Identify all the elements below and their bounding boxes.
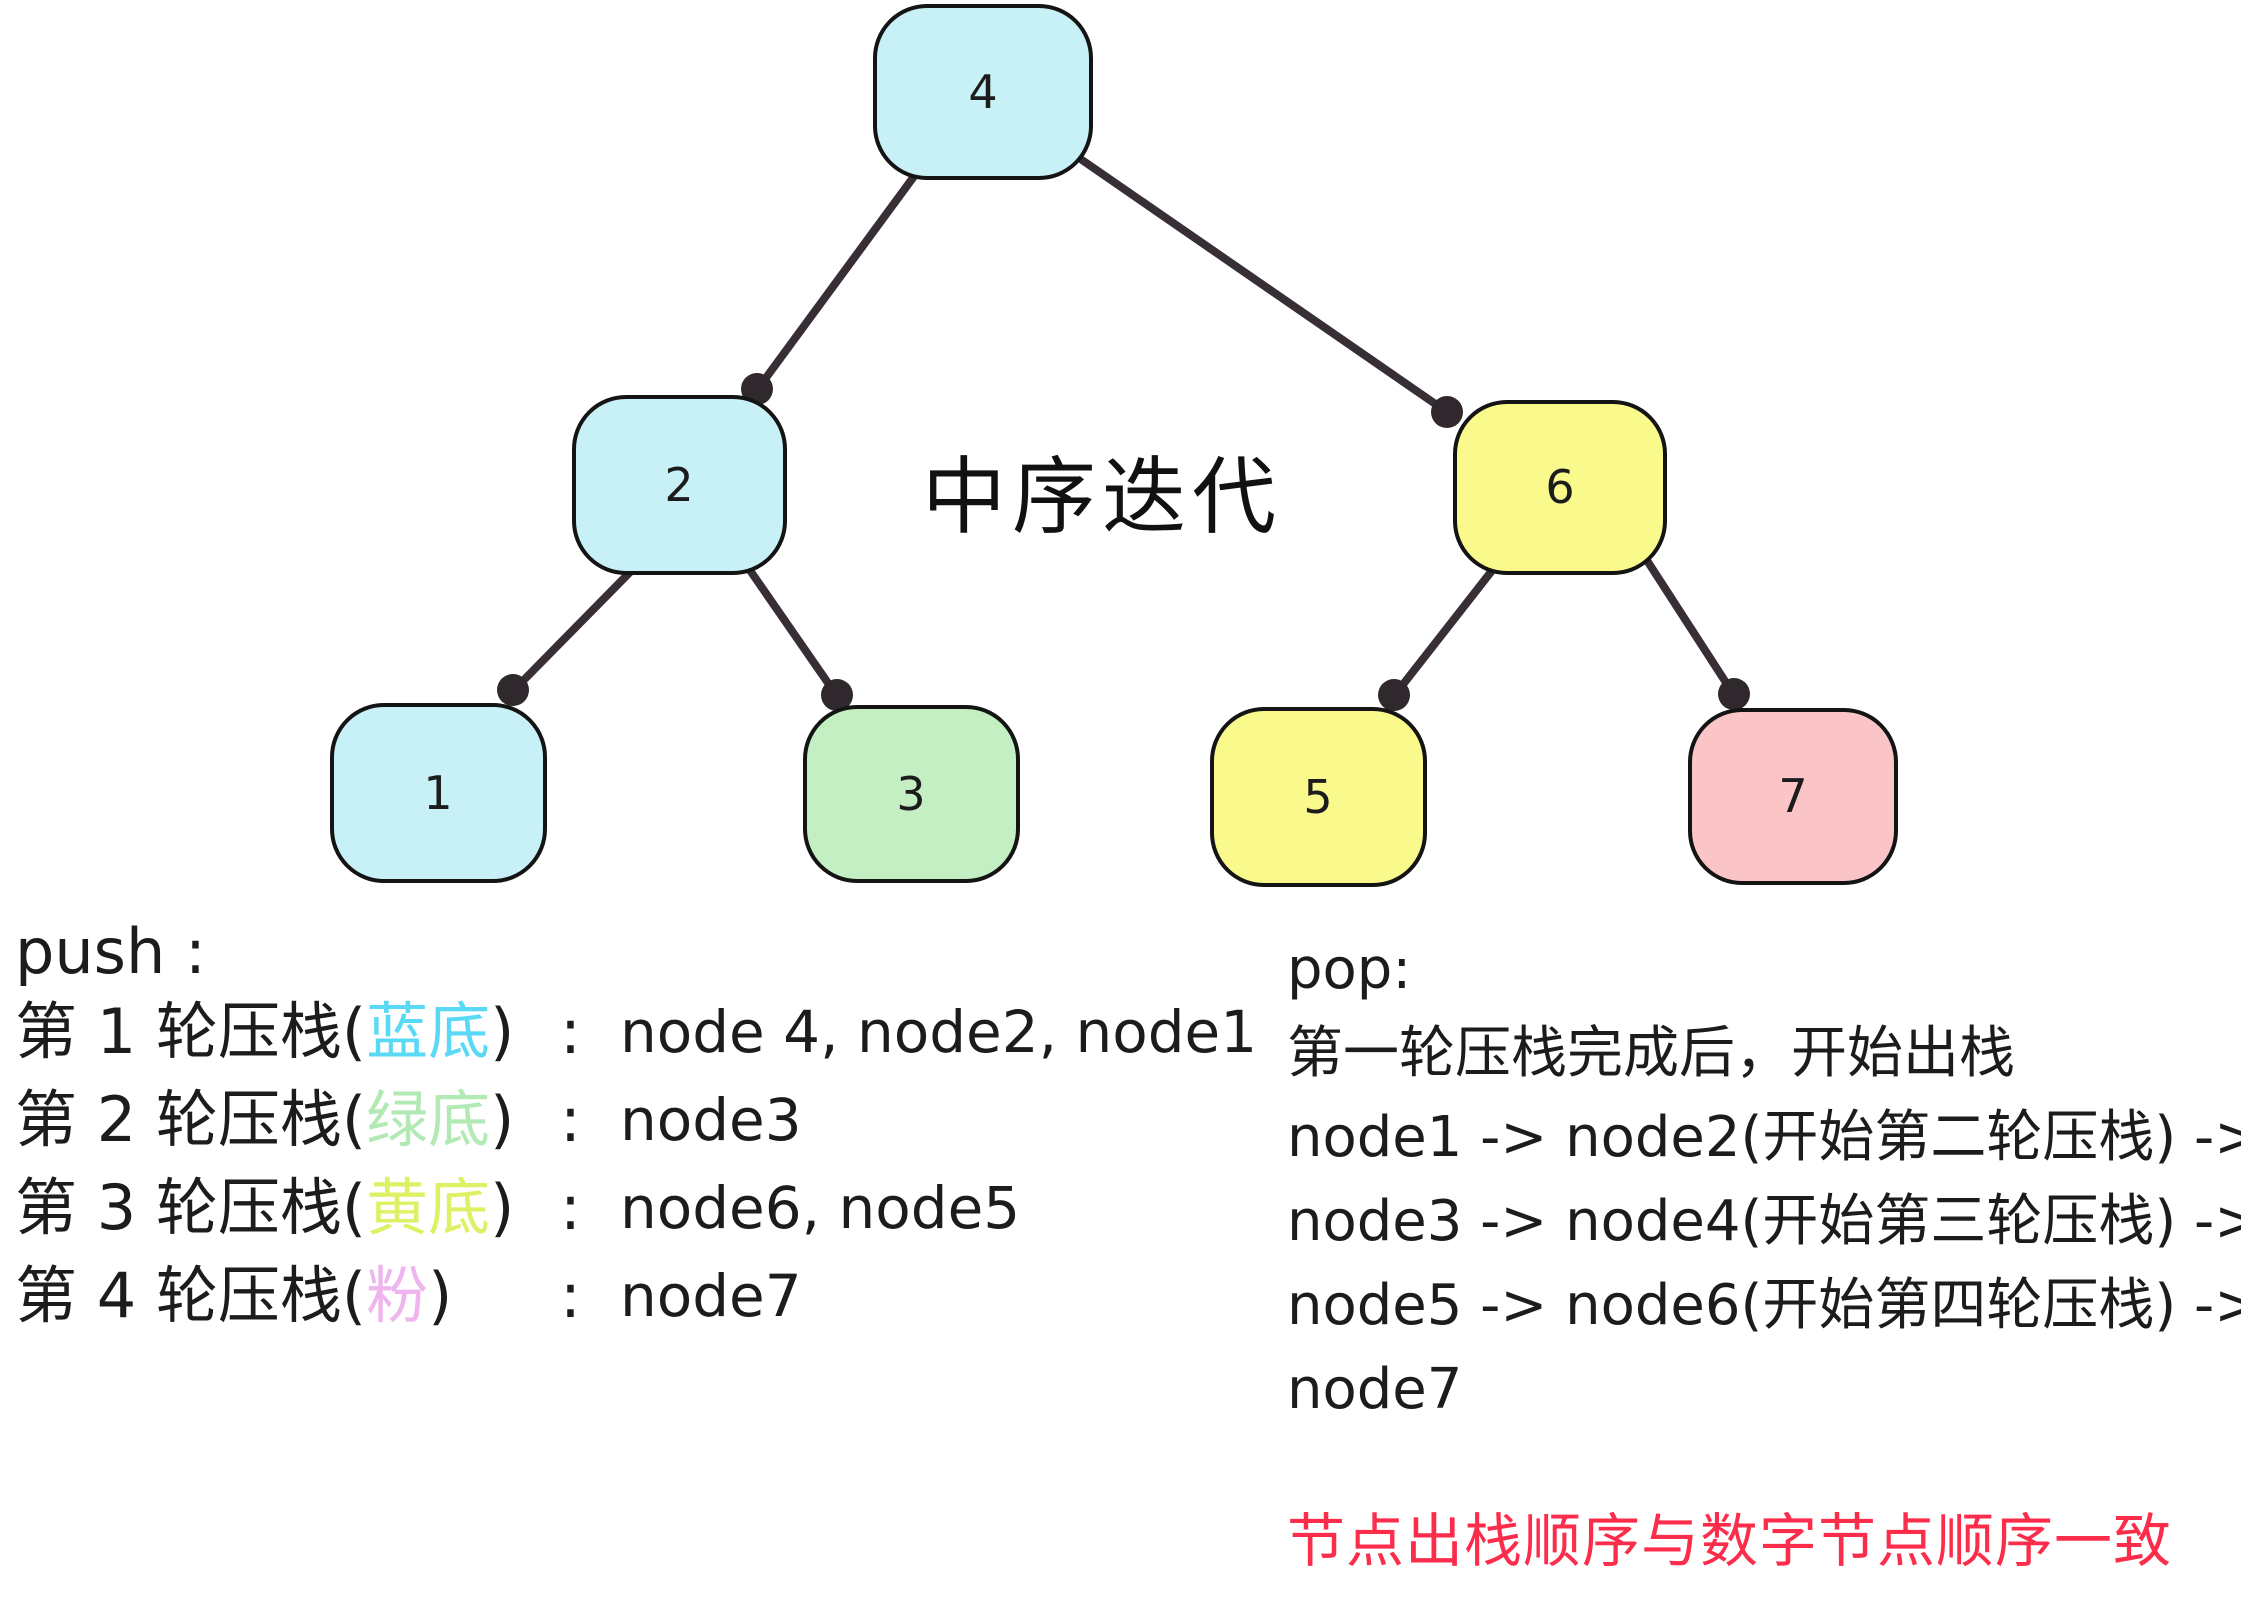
tree-edges bbox=[509, 156, 1738, 700]
node-2-box bbox=[572, 395, 787, 575]
push-row-2-value: node3 bbox=[620, 1086, 802, 1154]
push-row-1-suffix: ) bbox=[490, 995, 515, 1068]
edge-4-2 bbox=[753, 171, 919, 394]
tree-node-4: 4 bbox=[873, 4, 1093, 180]
edge-dot-node7 bbox=[1718, 678, 1750, 710]
pop-line-1: 第一轮压栈完成后，开始出栈 bbox=[1287, 1021, 2015, 1086]
push-heading: push : bbox=[15, 915, 206, 988]
edge-dot-node2 bbox=[741, 373, 773, 405]
push-row-4-value: node7 bbox=[620, 1262, 802, 1330]
push-row-3-colon: : bbox=[560, 1171, 581, 1244]
node-2-label: 2 bbox=[664, 458, 693, 512]
push-row-1-value: node 4, node2, node1 bbox=[620, 998, 1258, 1066]
node-7-label: 7 bbox=[1778, 769, 1807, 823]
edge-dot-node5 bbox=[1378, 679, 1410, 711]
push-row-3-color-word: 黄底 bbox=[366, 1171, 491, 1244]
node-3-label: 3 bbox=[896, 767, 925, 821]
pop-line-2: node1 -> node2(开始第二轮压栈) -> bbox=[1287, 1105, 2241, 1170]
tree-node-3: 3 bbox=[803, 705, 1020, 883]
push-row-3-prefix: 第 3 轮压栈( bbox=[15, 1171, 367, 1244]
push-row-3-label: 第 3 轮压栈(黄底) bbox=[15, 1164, 560, 1252]
edge-dot-node6 bbox=[1431, 396, 1463, 428]
push-row-1-colon: : bbox=[560, 995, 581, 1068]
push-row-1-label: 第 1 轮压栈(蓝底) bbox=[15, 988, 560, 1076]
edge-2-3 bbox=[743, 562, 841, 700]
node-1-box bbox=[330, 703, 547, 883]
node-7-box bbox=[1688, 708, 1898, 885]
node-6-label: 6 bbox=[1545, 460, 1574, 514]
node-3-box bbox=[803, 705, 1020, 883]
node-5-box bbox=[1210, 707, 1427, 887]
push-row-2-label: 第 2 轮压栈(绿底) bbox=[15, 1076, 560, 1164]
pop-section: pop: 第一轮压栈完成后，开始出栈 node1 -> node2(开始第二轮压… bbox=[1287, 928, 2241, 1432]
push-row-2-colon: : bbox=[560, 1083, 581, 1156]
pop-line-5: node7 bbox=[1287, 1357, 1463, 1422]
edge-2-1 bbox=[509, 562, 640, 695]
push-row-4-suffix: ) bbox=[428, 1259, 453, 1332]
edge-6-7 bbox=[1644, 558, 1738, 699]
push-row-3-value: node6, node5 bbox=[620, 1174, 1021, 1242]
tree-node-1: 1 bbox=[330, 703, 547, 883]
edge-dot-node1 bbox=[497, 674, 529, 706]
node-5-label: 5 bbox=[1303, 770, 1332, 824]
push-row-2-suffix: ) bbox=[490, 1083, 515, 1156]
push-row-2-color-word: 绿底 bbox=[366, 1083, 491, 1156]
push-row-3-suffix: ) bbox=[490, 1171, 515, 1244]
push-row-1-color-word: 蓝底 bbox=[366, 995, 491, 1068]
diagram-title: 中序迭代 bbox=[922, 448, 1283, 546]
edge-endpoint-dots bbox=[497, 373, 1750, 711]
push-rows: 第 1 轮压栈(蓝底) : node 4, node2, node1 第 2 轮… bbox=[15, 988, 1257, 1340]
push-row-4-prefix: 第 4 轮压栈( bbox=[15, 1259, 367, 1332]
tree-node-7: 7 bbox=[1688, 708, 1898, 885]
push-row-4-colon: : bbox=[560, 1259, 581, 1332]
node-4-box bbox=[873, 4, 1093, 180]
node-6-box bbox=[1453, 400, 1667, 575]
edge-dot-node3 bbox=[821, 679, 853, 711]
push-row-4-color-word: 粉 bbox=[366, 1259, 429, 1332]
pop-line-3: node3 -> node4(开始第三轮压栈) -> bbox=[1287, 1189, 2241, 1254]
pop-heading: pop: bbox=[1287, 937, 1412, 1002]
push-section: push : 第 1 轮压栈(蓝底) : node 4, node2, node… bbox=[15, 915, 1257, 1340]
node-4-label: 4 bbox=[968, 65, 997, 119]
push-row-2-prefix: 第 2 轮压栈( bbox=[15, 1083, 367, 1156]
push-row-1-prefix: 第 1 轮压栈( bbox=[15, 995, 367, 1068]
edge-6-5 bbox=[1390, 564, 1498, 700]
pop-line-4: node5 -> node6(开始第四轮压栈) -> bbox=[1287, 1273, 2241, 1338]
push-row-4-label: 第 4 轮压栈(粉) bbox=[15, 1252, 560, 1340]
tree-node-6: 6 bbox=[1453, 400, 1667, 575]
tree-node-5: 5 bbox=[1210, 707, 1427, 887]
edge-4-6 bbox=[1078, 156, 1451, 416]
footnote-red-text: 节点出栈顺序与数字节点顺序一致 bbox=[1287, 1507, 2173, 1575]
tree-node-2: 2 bbox=[572, 395, 787, 575]
node-1-label: 1 bbox=[423, 766, 452, 820]
